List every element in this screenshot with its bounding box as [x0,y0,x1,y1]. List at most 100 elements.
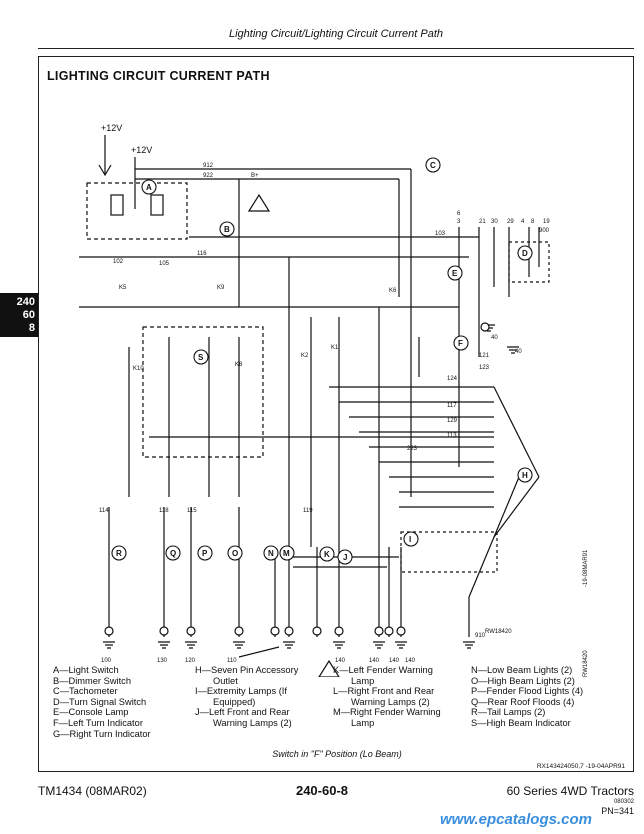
legend-col-4: N—Low Beam Lights (2) O—High Beam Lights… [471,665,583,729]
callout-e: E [452,269,458,278]
wire-116: 116 [197,251,207,257]
wire-118: 118 [159,508,169,514]
legend-item: E—Console Lamp [53,707,129,718]
ground-120: 120 [185,658,196,664]
legend-item: A—Light Switch [53,665,119,675]
legend-item: J—Left Front and Rear [195,707,290,718]
callout-b: B [224,225,230,234]
legend-item: D—Turn Signal Switch [53,696,147,707]
wire-6: 6 [457,211,461,217]
legend-item: M—Right Fender Warning [333,707,441,718]
ground-140-d: 140 [405,658,416,664]
legend-item-cont: Outlet [213,675,238,686]
wiring-diagram: A B C D E F H I J K M N O P Q R S +12V +… [79,123,589,677]
section-title: LIGHTING CIRCUIT CURRENT PATH [47,69,270,83]
callout-m: M [283,549,290,558]
legend-item-cont: Lamp [351,717,375,728]
legend-item-cont: Warning Lamps (2) [213,717,292,728]
wire-114: 114 [99,508,109,514]
ground-130: 130 [157,658,168,664]
callout-o: O [232,549,238,558]
ground-100: 100 [101,658,112,664]
wire-922: 922 [203,173,214,179]
content-frame: LIGHTING CIRCUIT CURRENT PATH [38,56,634,772]
watermark: www.epcatalogs.com [440,811,592,828]
wire-113: 113 [447,433,457,439]
legend-item: G—Right Turn Indicator [53,728,151,739]
legend-item: C—Tachometer [53,686,118,697]
relay-k9: K9 [217,285,225,291]
wire-105: 105 [159,261,170,267]
legend-item: F—Left Turn Indicator [53,717,143,728]
legend-item: S—High Beam Indicator [471,717,571,728]
small-code: 080302 [613,799,634,805]
legend-item: I—Extremity Lamps (If [195,686,287,697]
callout-q: Q [170,549,176,558]
legend-item: H—Seven Pin Accessory [195,665,299,675]
ground-900: 900 [539,228,550,234]
wire-4: 4 [521,219,525,225]
reference-code: RX143424050,7 -19-04APR91 [536,763,625,770]
wire-19: 19 [543,219,550,225]
callout-j: J [343,553,347,562]
ground-910: 910 [475,633,486,639]
legend-item: Q—Rear Roof Floods (4) [471,696,575,707]
wire-bplus: B+ [251,173,259,179]
wire-124: 124 [447,376,458,382]
legend-item: P—Fender Flood Lights (4) [471,686,584,697]
legend-item: R—Tail Lamps (2) [471,707,546,718]
wire-3: 3 [457,219,461,225]
ground-40-a: 40 [491,335,498,341]
legend-item-cont: Equipped) [213,696,256,707]
callout-r: R [116,549,122,558]
wire-102: 102 [113,259,124,265]
callout-p: P [202,549,208,558]
callout-a: A [146,183,152,192]
legend-col-3: K—Left Fender Warning Lamp L—Right Front… [333,665,441,729]
callout-c: C [430,161,436,170]
callout-f: F [458,339,463,348]
callout-k: K [324,550,330,559]
relay-k5: K5 [119,285,127,291]
wire-121: 121 [479,353,490,359]
wire-117: 117 [447,403,457,409]
wire-123: 123 [479,365,490,371]
figure-caption: Switch in "F" Position (Lo Beam) [272,749,402,759]
section-tab: 240 60 8 [0,293,38,337]
wire-223: 223 [407,446,418,452]
legend-col-1: A—Light Switch B—Dimmer Switch C—Tachome… [53,665,151,739]
relay-k2: K2 [301,353,309,359]
section-tab-line3: 8 [28,322,35,334]
ground-140-b: 140 [369,658,380,664]
callout-s: S [198,353,204,362]
section-tab-line1: 240 [16,296,35,308]
page-number: 240-60-8 [295,783,349,798]
legend-item: B—Dimmer Switch [53,675,131,686]
relay-k10: K10 [133,366,144,372]
relay-k1: K1 [331,345,339,351]
legend-item: N—Low Beam Lights (2) [471,665,573,675]
pn-number: PN=341 [601,806,634,816]
callout-n: N [268,549,274,558]
running-title: Lighting Circuit/Lighting Circuit Curren… [229,28,443,40]
relay-k8: K8 [235,362,243,368]
wire-8: 8 [531,219,535,225]
wire-912: 912 [203,163,214,169]
side-code-2: -19-08MAR91 [583,549,589,587]
wire-30: 30 [491,219,498,225]
section-tab-line2: 60 [22,309,35,321]
legend-item-cont: Lamp [351,675,375,686]
callout-i: I [409,535,411,544]
legend-col-2: H—Seven Pin Accessory Outlet I—Extremity… [195,665,298,729]
wire-21: 21 [479,219,486,225]
ground-40-b: 40 [515,349,522,355]
ground-110: 110 [227,658,237,664]
ground-140-c: 140 [389,658,400,664]
wire-119: 119 [303,508,313,514]
callout-h: H [522,471,528,480]
ground-symbols [103,324,519,649]
relay-k6: K6 [389,288,397,294]
wire-29: 29 [507,219,514,225]
legend-item: L—Right Front and Rear [333,686,435,697]
bottom-code: RW18420 [485,629,512,635]
